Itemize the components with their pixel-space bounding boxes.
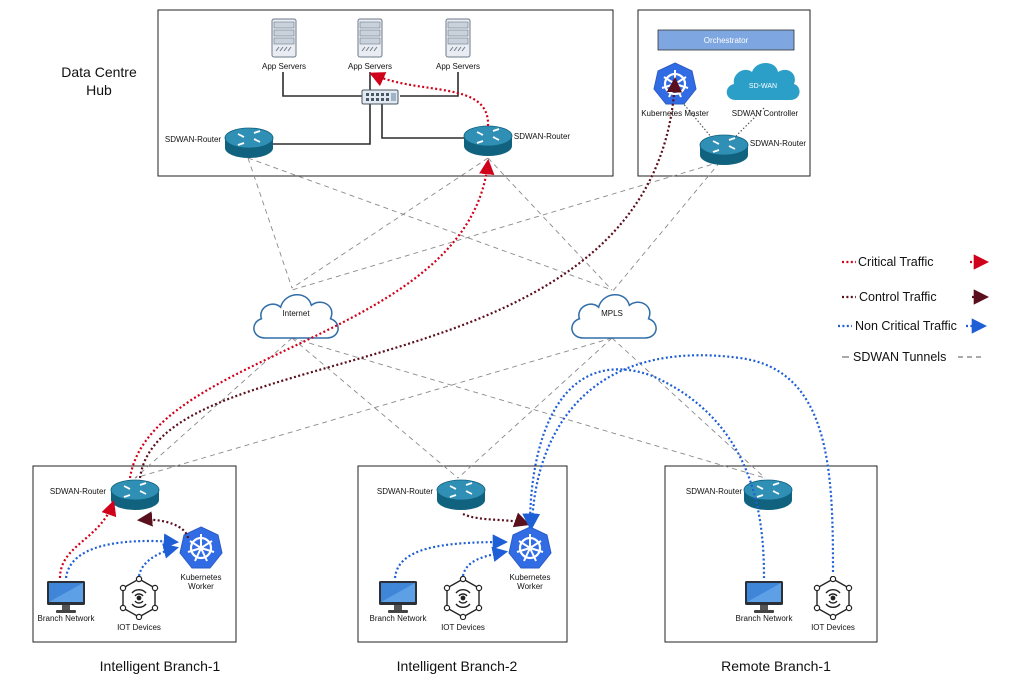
- branch2-network-label: Branch Network: [370, 614, 428, 623]
- server-rack-icon: [445, 18, 471, 58]
- k8s-master-label: Kubernetes Master: [641, 109, 709, 118]
- router-icon: [436, 479, 486, 511]
- remote-network-label: Branch Network: [736, 614, 794, 623]
- router-icon: [224, 127, 274, 159]
- router-icon: [110, 479, 160, 511]
- router-icon: [463, 125, 513, 157]
- branch2-router-label: SDWAN-Router: [377, 487, 433, 496]
- orchestrator-title: Orchestrator: [704, 36, 749, 45]
- legend-noncritical-label: Non Critical Traffic: [855, 319, 957, 333]
- app-servers-label-2: App Servers: [348, 62, 392, 71]
- datacentre-title: Data Centre: [61, 64, 137, 80]
- hub-router-right-label: SDWAN-Router: [514, 132, 570, 141]
- remote-iot-label: IOT Devices: [811, 623, 855, 632]
- mpls-cloud-label: MPLS: [601, 309, 623, 318]
- server-rack-icon: [271, 18, 297, 58]
- critical-traffic-flows: [58, 72, 495, 579]
- branch1-router-label: SDWAN-Router: [50, 487, 106, 496]
- branch1-title: Intelligent Branch-1: [100, 658, 221, 674]
- branch1-iot-label: IOT Devices: [117, 623, 161, 632]
- sdwan-cloud-label: SD-WAN: [749, 83, 777, 90]
- sdwan-controller-label: SDWAN Controller: [732, 109, 799, 118]
- app-servers-label-3: App Servers: [436, 62, 480, 71]
- legend-critical-label: Critical Traffic: [858, 255, 933, 269]
- remote-branch-title: Remote Branch-1: [721, 658, 831, 674]
- branch1-network-label: Branch Network: [38, 614, 96, 623]
- branch2-title: Intelligent Branch-2: [397, 658, 518, 674]
- server-rack-icon: [357, 18, 383, 58]
- remote-router-label: SDWAN-Router: [686, 487, 742, 496]
- control-traffic-flows: [136, 76, 683, 539]
- app-servers-label-1: App Servers: [262, 62, 306, 71]
- router-icon: [743, 479, 793, 511]
- legend-tunnels-label: SDWAN Tunnels: [853, 350, 946, 364]
- hub-router-left-label: SDWAN-Router: [165, 135, 221, 144]
- sdwan-tunnels: [134, 157, 766, 479]
- legend-control-label: Control Traffic: [859, 290, 937, 304]
- noncritical-traffic-flows: [64, 354, 835, 579]
- orchestrator-router-label: SDWAN-Router: [750, 139, 806, 148]
- hub-links: [272, 72, 464, 145]
- datacentre-subtitle: Hub: [86, 82, 112, 98]
- network-switch-icon: [361, 89, 399, 105]
- router-icon: [699, 134, 749, 166]
- orchestrator-bar: [657, 29, 795, 51]
- branch2-iot-label: IOT Devices: [441, 623, 485, 632]
- orchestrator-links: [681, 101, 765, 139]
- legend: Critical Traffic Control Traffic Non Cri…: [838, 254, 990, 364]
- internet-cloud-label: Internet: [282, 309, 310, 318]
- cloud-icon: [726, 63, 800, 100]
